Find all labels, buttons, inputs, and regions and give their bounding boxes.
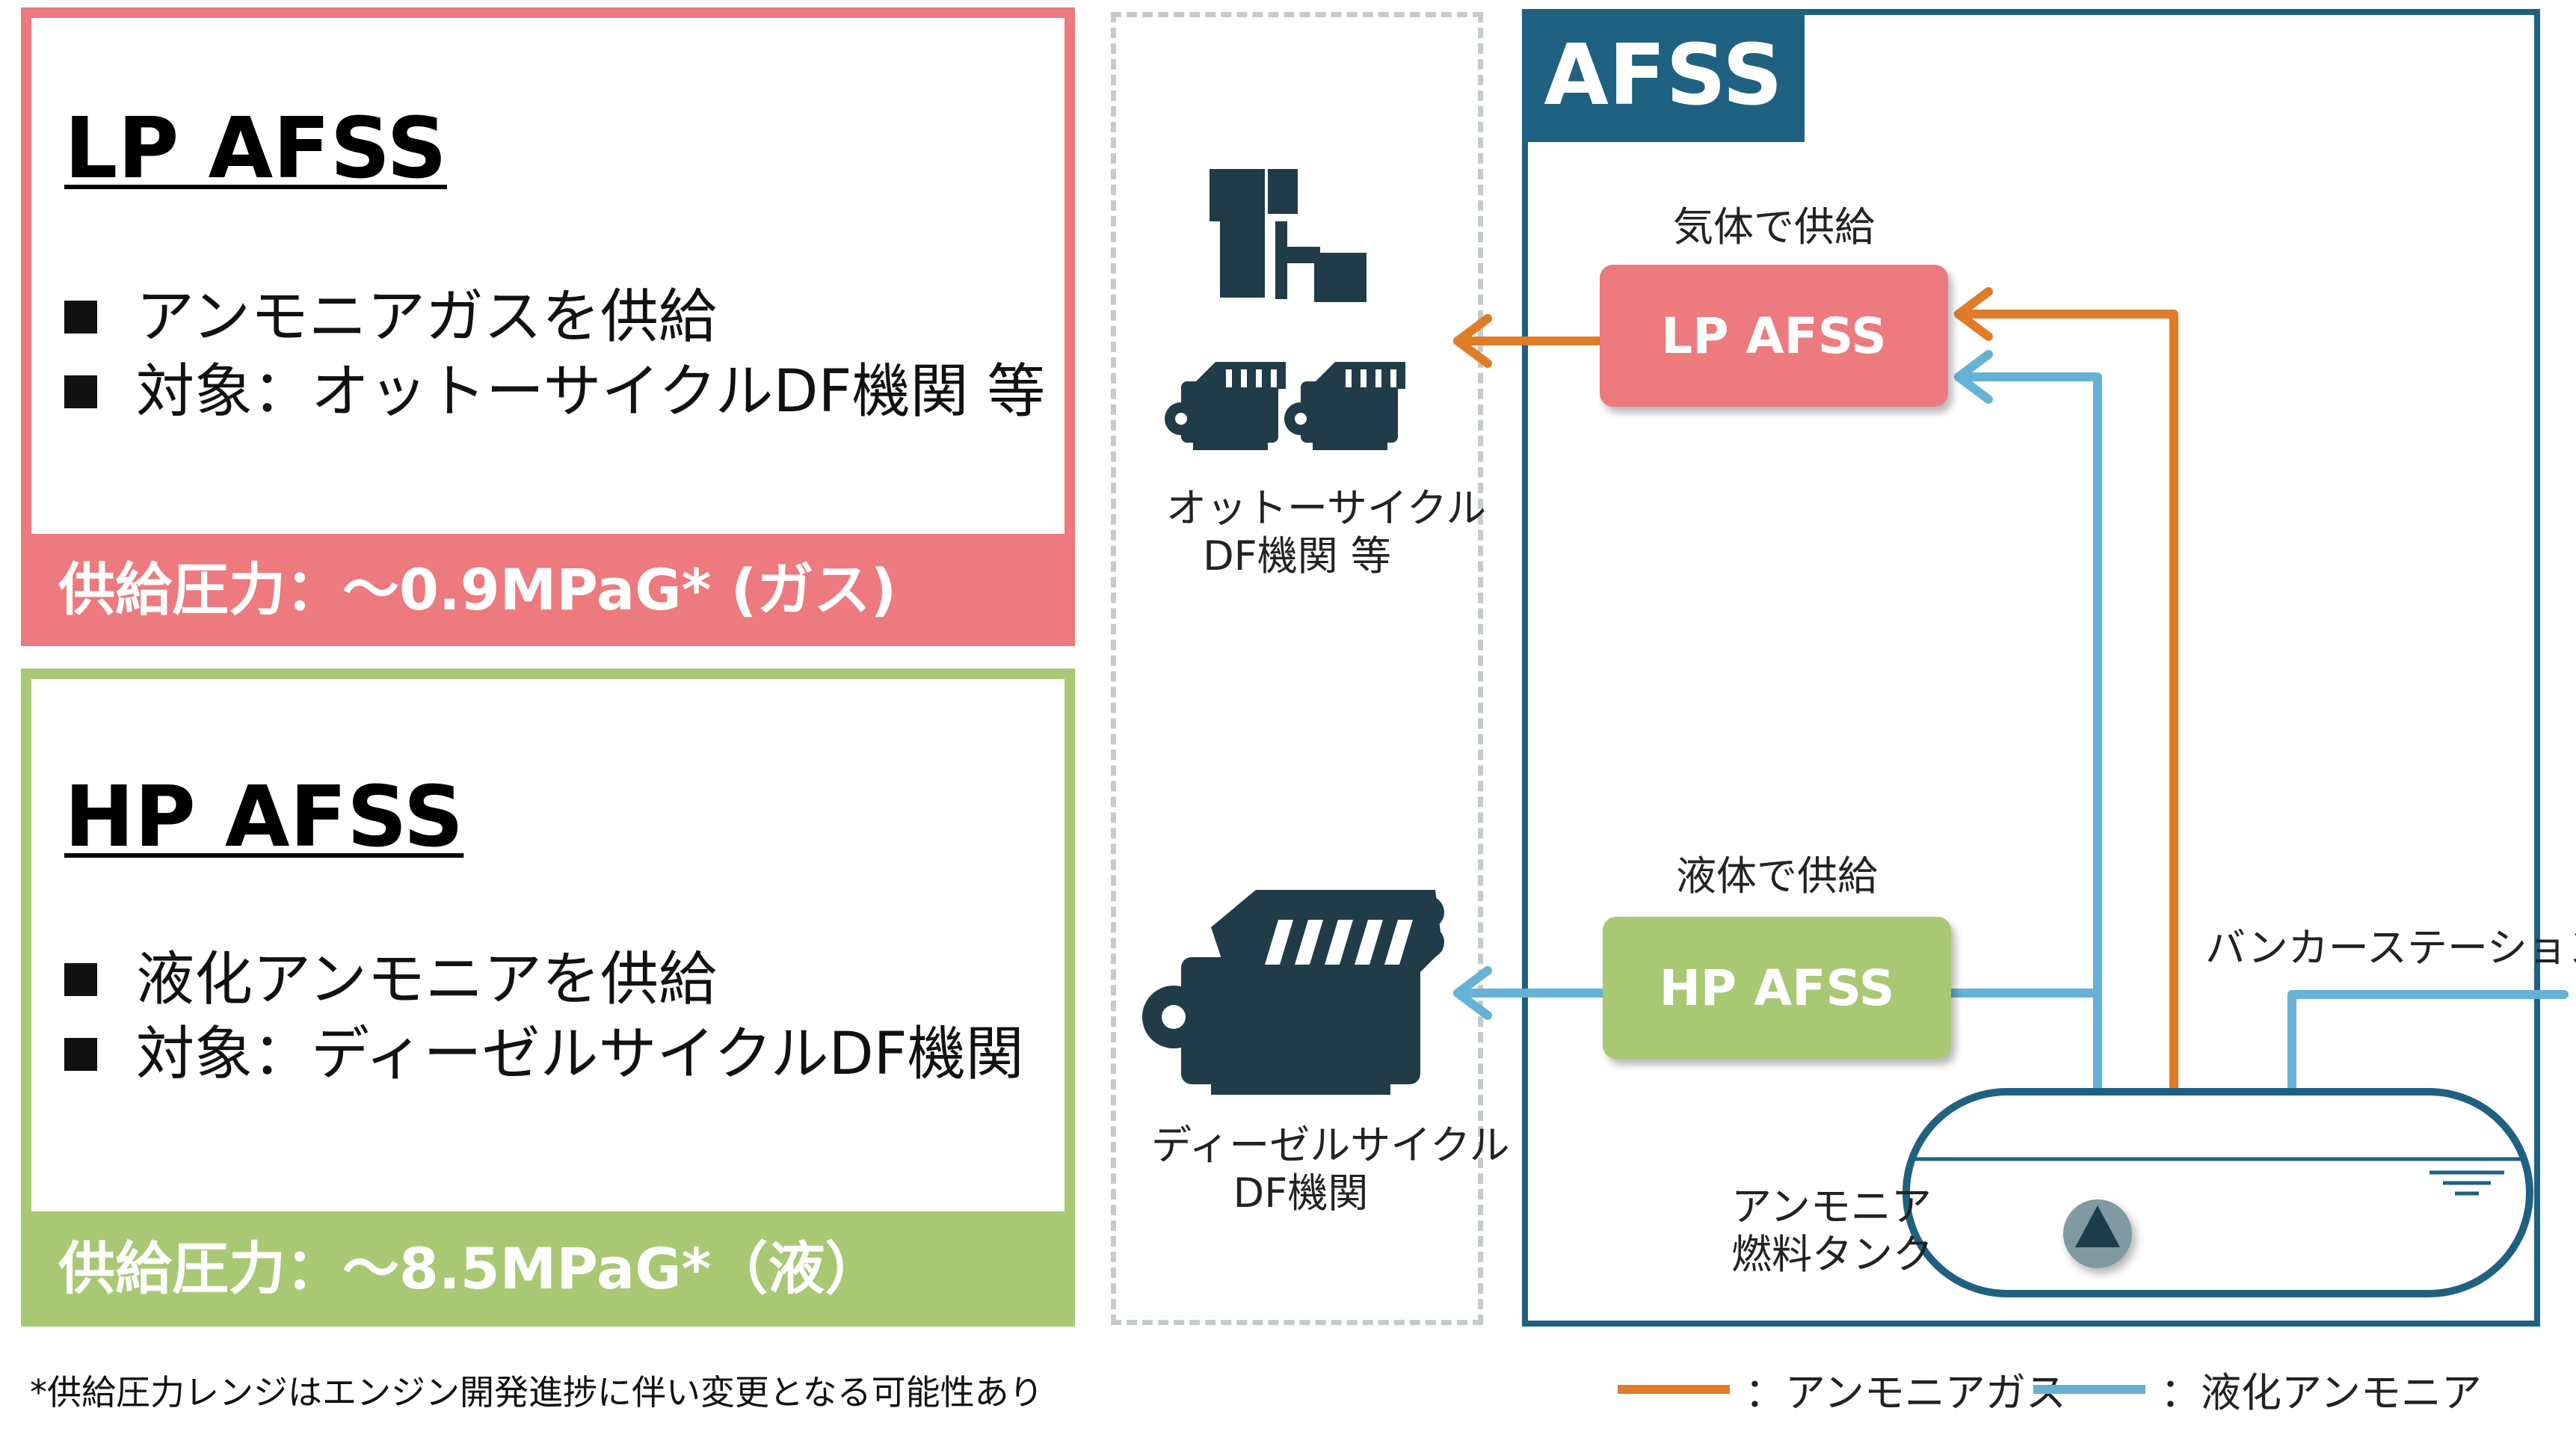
diesel-engine-label-line1: ディーゼルサイクル (1151, 1122, 1510, 1169)
lp-afss-node: LP AFSS (1600, 265, 1948, 407)
hp-bullet-list: 液化アンモニアを供給 対象：ディーゼルサイクルDF機関 (64, 942, 1024, 1092)
exhaust-stack-icon (1210, 169, 1366, 302)
hp-afss-node: HP AFSS (1603, 917, 1951, 1059)
hp-afss-panel: HP AFSS 液化アンモニアを供給 対象：ディーゼルサイクルDF機関 供給圧力… (21, 669, 1075, 1327)
gas-supply-caption: 気体で供給 (1673, 203, 1875, 251)
liquid-supply-caption: 液体で供給 (1676, 852, 1878, 900)
pressure-footnote: *供給圧力レンジはエンジン開発進捗に伴い変更となる可能性あり (30, 1372, 1044, 1413)
afss-title-tab: AFSS (1522, 9, 1805, 142)
hp-bullet-1: 液化アンモニアを供給 (64, 942, 1024, 1017)
lp-bullet-1-text: アンモニアガスを供給 (136, 283, 717, 351)
hp-pressure-text: 供給圧力：～8.5MPaG*（液） (58, 1235, 882, 1302)
diesel-engine-label: ディーゼルサイクル DF機関 (1151, 1122, 1510, 1217)
otto-engine-icon-1 (1165, 362, 1286, 450)
fuel-tank-label: アンモニア 燃料タンク (1731, 1183, 1933, 1279)
square-bullet-icon (64, 963, 97, 996)
lp-bullet-list: アンモニアガスを供給 対象：オットーサイクルDF機関 等 (64, 280, 1045, 429)
otto-engine-label-line1: オットーサイクル (1166, 485, 1487, 532)
lp-panel-title: LP AFSS (64, 100, 447, 197)
diesel-engine-icon (1142, 890, 1444, 1095)
square-bullet-icon (64, 1038, 97, 1071)
legend-liquid-swatch (2033, 1384, 2145, 1394)
ammonia-gas-line (1453, 287, 2178, 1096)
hp-panel-title: HP AFSS (64, 769, 464, 866)
hp-bullet-2-text: 対象：ディーゼルサイクルDF機関 (136, 1021, 1024, 1088)
pump-icon (2063, 1199, 2132, 1268)
afss-system-frame (1522, 9, 2540, 1327)
square-bullet-icon (64, 301, 97, 334)
lp-bullet-1: アンモニアガスを供給 (64, 280, 1045, 354)
otto-engine-label-line2: DF機関 等 (1203, 532, 1391, 580)
engine-column-dashed-frame (1111, 12, 1483, 1325)
legend-gas-label: ：アンモニアガス (1745, 1369, 2066, 1416)
lp-bullet-2: 対象：オットーサイクルDF機関 等 (64, 354, 1045, 429)
liquid-level-icon (2429, 1170, 2504, 1196)
ammonia-fuel-tank (1902, 1088, 2533, 1297)
bunker-station-label: バンカーステーション (2205, 924, 2576, 971)
legend-gas: ：アンモニアガス (1618, 1359, 2066, 1419)
legend-liquid-label: ：液化アンモニア (2160, 1369, 2482, 1416)
lp-afss-panel: LP AFSS アンモニアガスを供給 対象：オットーサイクルDF機関 等 供給圧… (21, 7, 1075, 646)
lp-bullet-2-text: 対象：オットーサイクルDF機関 等 (136, 358, 1046, 425)
otto-engine-icon-2 (1284, 362, 1405, 450)
lp-pressure-band: 供給圧力：～0.9MPaG* (ガス) (31, 534, 1064, 636)
lp-pressure-text: 供給圧力：～0.9MPaG* (ガス) (58, 556, 897, 623)
hp-bullet-1-text: 液化アンモニアを供給 (136, 946, 717, 1013)
square-bullet-icon (64, 375, 97, 408)
hp-bullet-2: 対象：ディーゼルサイクルDF機関 (64, 1017, 1024, 1092)
otto-engine-label: オットーサイクル DF機関 等 (1166, 485, 1487, 580)
diesel-engine-label-line2: DF機関 (1233, 1170, 1369, 1217)
fuel-tank-label-line2: 燃料タンク (1731, 1231, 1933, 1278)
fuel-tank-label-line1: アンモニア (1731, 1183, 1932, 1230)
hp-pressure-band: 供給圧力：～8.5MPaG*（液） (31, 1211, 1064, 1316)
legend-gas-swatch (1618, 1384, 1730, 1394)
legend-liquid: ：液化アンモニア (2033, 1359, 2482, 1419)
